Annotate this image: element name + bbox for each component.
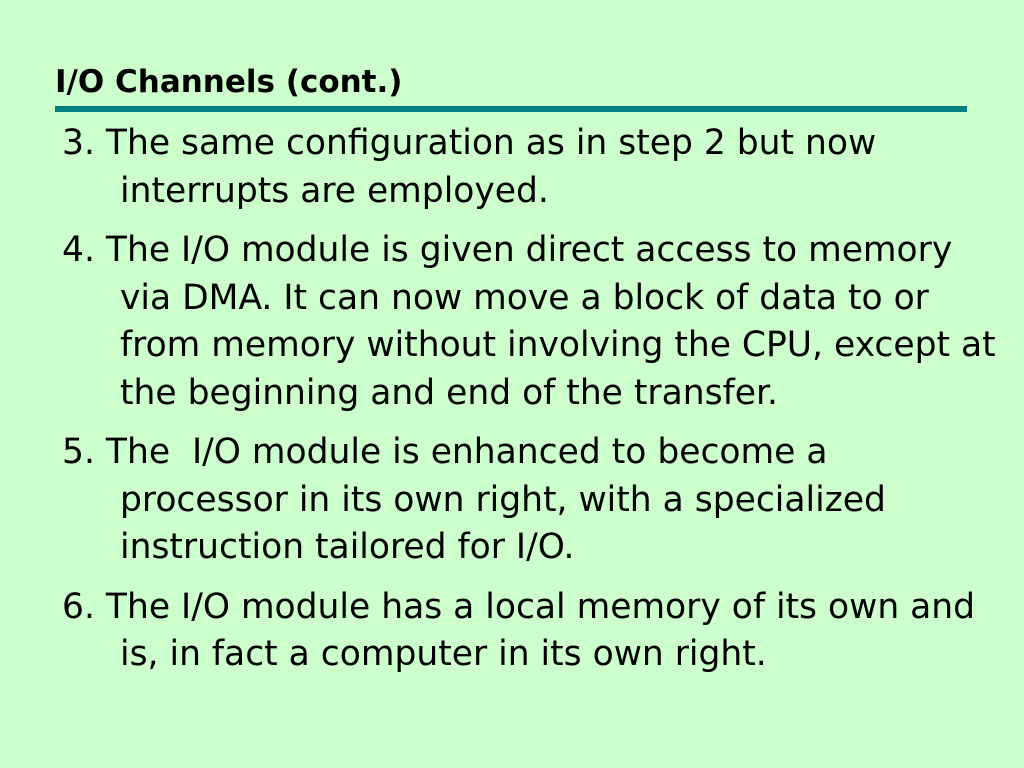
point-item-4: 4. The I/O module is given direct access… bbox=[62, 227, 1002, 417]
point-item-5: 5. The I/O module is enhanced to become … bbox=[62, 429, 1002, 572]
point-text: The I/O module has a local memory of its… bbox=[105, 586, 987, 675]
point-list: 3. The same configuration as in step 2 b… bbox=[62, 120, 1002, 691]
point-item-3: 3. The same configuration as in step 2 b… bbox=[62, 120, 1002, 215]
point-number: 5. bbox=[62, 432, 95, 472]
point-text: The same configuration as in step 2 but … bbox=[105, 123, 888, 211]
point-text: The I/O module is enhanced to become a p… bbox=[105, 432, 897, 567]
title-divider bbox=[55, 106, 967, 112]
point-text: The I/O module is given direct access to… bbox=[105, 230, 1007, 413]
slide-title: I/O Channels (cont.) bbox=[55, 64, 403, 100]
point-number: 6. bbox=[62, 586, 95, 627]
point-number: 3. bbox=[62, 123, 95, 163]
point-item-6: 6. The I/O module has a local memory of … bbox=[62, 584, 1002, 679]
point-number: 4. bbox=[62, 230, 95, 270]
